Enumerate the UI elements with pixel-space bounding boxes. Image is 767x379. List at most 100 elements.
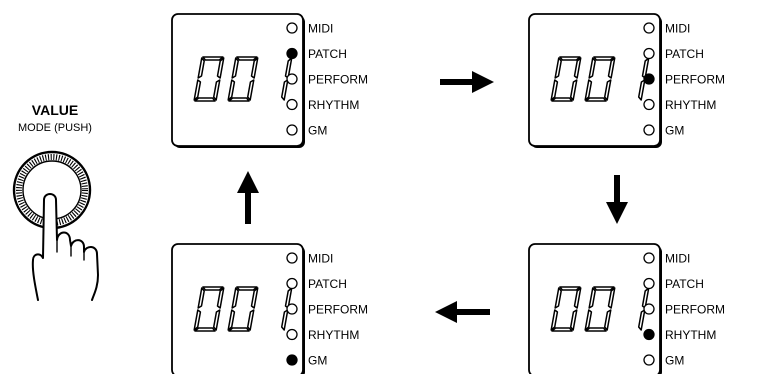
segment-a <box>236 286 258 291</box>
mode-label-rhythm: RHYTHM <box>308 328 359 342</box>
segment-c <box>569 309 578 331</box>
segment-a <box>202 286 224 291</box>
lcd-panel-frame <box>171 243 304 377</box>
segment-b <box>216 57 225 79</box>
segment-b <box>607 57 616 79</box>
mode-indicator-patch-led-icon <box>286 47 298 60</box>
mode-label-patch: PATCH <box>308 277 347 291</box>
mode-indicator-gm-led-icon <box>286 124 298 136</box>
digit-0 <box>193 56 225 102</box>
segment-e <box>584 79 593 101</box>
mode-indicator-perform-led-icon <box>643 73 655 85</box>
digit-2 <box>637 57 650 101</box>
value-mode-knob[interactable]: VALUE MODE (PUSH) <box>12 102 99 301</box>
mode-label-rhythm: RHYTHM <box>308 98 359 112</box>
segment-c <box>637 309 646 331</box>
mode-indicator-perform-led-icon <box>286 73 298 85</box>
lcd-panel-frame <box>528 13 661 147</box>
arrow-left <box>435 301 490 323</box>
segment-e <box>584 309 593 331</box>
mode-label-midi: MIDI <box>665 22 690 36</box>
mode-indicator-rhythm-led-icon <box>286 98 298 111</box>
segment-b <box>250 287 259 309</box>
segment-a <box>593 56 615 61</box>
digit-1 <box>227 286 259 332</box>
mode-label-gm: GM <box>308 354 327 368</box>
segment-d <box>194 97 216 102</box>
mode-label-perform: PERFORM <box>665 303 725 317</box>
segment-b <box>284 287 293 309</box>
mode-indicator-patch-led-icon <box>643 277 655 290</box>
segment-c <box>637 79 646 101</box>
mode-label-midi: MIDI <box>308 252 333 266</box>
segment-c <box>603 309 612 331</box>
segment-a <box>202 56 224 61</box>
segment-a <box>593 286 615 291</box>
mode-label-rhythm: RHYTHM <box>665 328 716 342</box>
segment-c <box>212 79 221 101</box>
digit-2 <box>637 287 650 331</box>
knob-subtitle: MODE (PUSH) <box>18 122 92 134</box>
mode-indicator-midi-led-icon <box>286 252 298 264</box>
segment-f <box>588 57 596 79</box>
segment-c <box>603 79 612 101</box>
segment-b <box>641 287 650 309</box>
segment-c <box>246 79 255 101</box>
segment-d <box>228 97 250 102</box>
segment-f <box>197 57 205 79</box>
segment-d <box>585 97 607 102</box>
segment-f <box>231 287 239 309</box>
segment-f <box>231 57 239 79</box>
lcd-panel-top-right: MIDI PATCH PERFORM RHYTHM GM <box>528 13 725 148</box>
segment-e <box>193 79 202 101</box>
mode-indicator-gm-led-icon <box>643 124 655 136</box>
segment-c <box>569 79 578 101</box>
segment-f <box>554 57 562 79</box>
mode-label-gm: GM <box>665 124 684 138</box>
mode-label-gm: GM <box>308 124 327 138</box>
arrow-down <box>606 175 628 224</box>
lcd-panel-bottom-left: MIDI PATCH PERFORM RHYTHM GM <box>171 243 368 378</box>
seven-segment-display <box>550 286 650 332</box>
mode-label-patch: PATCH <box>665 47 704 61</box>
mode-label-perform: PERFORM <box>665 73 725 87</box>
mode-indicator-patch-led-icon <box>643 47 655 60</box>
lcd-panel-frame <box>171 13 304 147</box>
segment-a <box>236 56 258 61</box>
digit-1 <box>584 56 616 102</box>
mode-label-perform: PERFORM <box>308 303 368 317</box>
mode-indicator-rhythm-led-icon <box>286 328 298 341</box>
mode-indicator-perform-led-icon <box>643 303 655 315</box>
seven-segment-display <box>550 56 650 102</box>
segment-e <box>227 309 236 331</box>
digit-1 <box>227 56 259 102</box>
segment-f <box>588 287 596 309</box>
segment-e <box>227 79 236 101</box>
digit-0 <box>550 286 582 332</box>
mode-panels: MIDI PATCH PERFORM RHYTHM GM MIDI PATCH PERFORM… <box>171 13 725 378</box>
digit-0 <box>550 56 582 102</box>
arrow-up <box>237 171 259 224</box>
segment-d <box>194 327 216 332</box>
digit-2 <box>280 57 293 101</box>
mode-indicator-rhythm-led-icon <box>643 328 655 341</box>
digit-1 <box>584 286 616 332</box>
mode-indicator-perform-led-icon <box>286 303 298 315</box>
mode-indicator-gm-led-icon <box>286 354 298 366</box>
segment-c <box>280 309 289 331</box>
segment-b <box>216 287 225 309</box>
mode-indicator-patch-led-icon <box>286 277 298 290</box>
mode-label-rhythm: RHYTHM <box>665 98 716 112</box>
segment-b <box>284 57 293 79</box>
segment-b <box>573 287 582 309</box>
mode-indicator-midi-led-icon <box>643 252 655 264</box>
knob-title: VALUE <box>32 102 78 118</box>
seven-segment-display <box>193 56 293 102</box>
segment-b <box>607 287 616 309</box>
lcd-panel-frame <box>528 243 661 377</box>
arrow-right <box>440 71 494 93</box>
segment-a <box>559 286 581 291</box>
mode-indicator-gm-led-icon <box>643 354 655 366</box>
